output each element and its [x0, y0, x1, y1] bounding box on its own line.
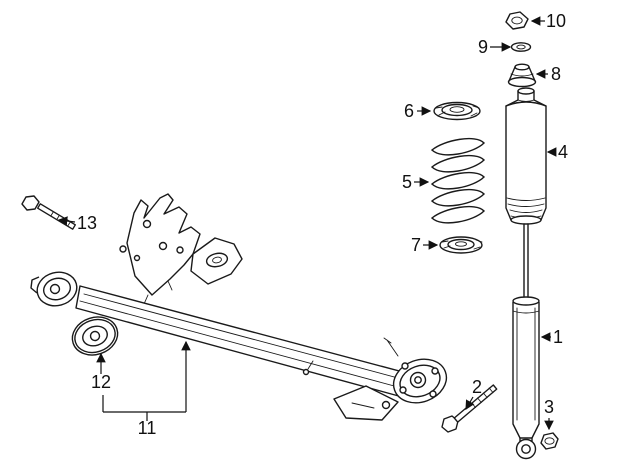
- callout-5: 5: [402, 172, 430, 192]
- callout-label-3: 3: [544, 397, 554, 417]
- callout-label-6: 6: [404, 101, 414, 121]
- callout-1: 1: [540, 327, 563, 347]
- axle-beam-assembly: [30, 193, 448, 421]
- part-lower-spring-seat: [439, 236, 483, 254]
- callout-8: 8: [535, 64, 561, 84]
- part-upper-spring-seat: [433, 101, 481, 121]
- callout-13: 13: [57, 213, 97, 233]
- beam-lower-bracket: [333, 385, 399, 421]
- callout-label-5: 5: [402, 172, 412, 192]
- callout-6: 6: [404, 101, 432, 121]
- callout-2: 2: [465, 377, 482, 411]
- callout-label-2: 2: [472, 377, 482, 397]
- beam-upper-brackets: [119, 193, 243, 305]
- callouts: 10 9 8 6 4 5: [57, 11, 568, 438]
- callout-3: 3: [544, 397, 554, 431]
- callout-10: 10: [530, 11, 566, 31]
- callout-label-12: 12: [91, 372, 111, 392]
- beam-hub-plate: [383, 337, 448, 404]
- beam-left-eye: [30, 271, 78, 307]
- callout-12: 12: [91, 352, 111, 392]
- part-upper-mount: [507, 63, 537, 88]
- leader-line-13: [57, 216, 76, 226]
- shock-piston-rod: [523, 223, 529, 301]
- callout-11: 11: [102, 340, 191, 438]
- leader-line-2: [465, 396, 475, 411]
- beam-stud: [302, 360, 314, 376]
- part-shock-body: [512, 296, 540, 460]
- callout-label-7: 7: [411, 235, 421, 255]
- callout-label-13: 13: [77, 213, 97, 233]
- callout-label-8: 8: [551, 64, 561, 84]
- callout-label-4: 4: [558, 142, 568, 162]
- part-lower-bolt: [441, 384, 498, 433]
- part-bushing: [71, 316, 119, 356]
- callout-4: 4: [546, 142, 568, 162]
- callout-label-11: 11: [138, 418, 157, 438]
- leader-bracket-11: [102, 395, 186, 421]
- part-bolt-front: [21, 195, 76, 230]
- part-top-nut: [505, 11, 529, 30]
- part-coil-spring: [431, 137, 485, 224]
- callout-label-10: 10: [546, 11, 566, 31]
- callout-7: 7: [411, 235, 439, 255]
- callout-label-9: 9: [478, 37, 488, 57]
- part-shock-boot: [505, 87, 547, 225]
- part-lower-nut: [540, 432, 559, 450]
- part-washer: [510, 42, 532, 52]
- callout-label-1: 1: [553, 327, 563, 347]
- callout-9: 9: [478, 37, 512, 57]
- beam-tube: [75, 285, 419, 399]
